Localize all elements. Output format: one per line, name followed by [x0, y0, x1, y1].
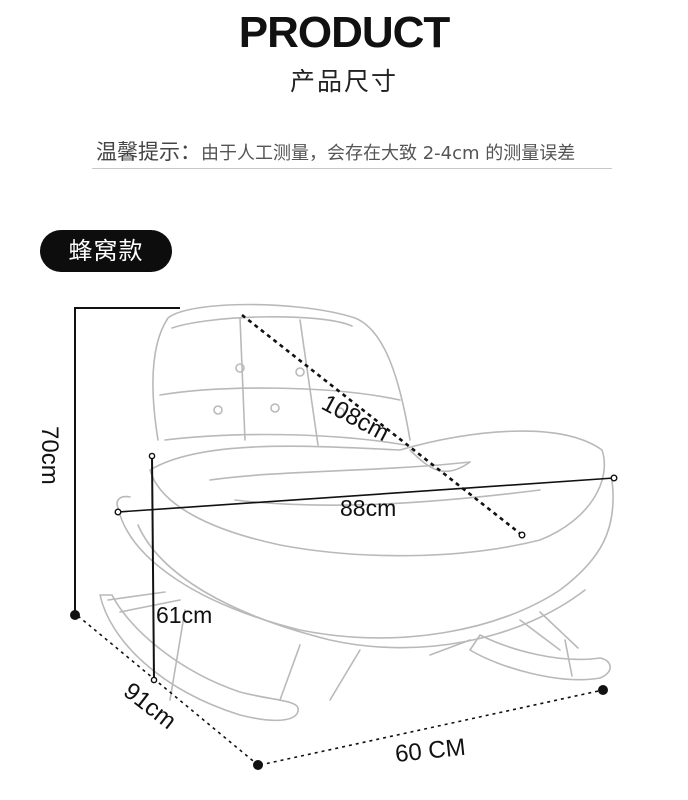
measurement-notice: 温馨提示：由于人工测量，会存在大致 2-4cm 的测量误差 [96, 136, 606, 166]
diagonal-dimension-line [241, 313, 523, 537]
seat-height-label: 61cm [156, 602, 212, 628]
height-label: 70cm [36, 426, 63, 485]
seat-height-dimension-line [151, 455, 155, 681]
rocking-chair-illustration [99, 303, 614, 722]
page-subtitle: 产品尺寸 [289, 67, 398, 96]
height-dimension-line [74, 307, 180, 615]
dimension-lines [74, 307, 615, 766]
style-badge: 蜂窝款 [40, 230, 172, 272]
base-width-dimension-line [259, 689, 604, 766]
dimension-endpoints [70, 610, 608, 770]
page-title: PRODUCT [238, 8, 451, 57]
notice-divider [92, 168, 612, 169]
depth-dimension-line [77, 615, 259, 766]
notice-text: 由于人工测量，会存在大致 2-4cm 的测量误差 [201, 143, 576, 164]
width-label: 88cm [340, 495, 396, 521]
base-width-label: 60 CM [394, 734, 467, 768]
notice-label: 温馨提示： [96, 140, 201, 164]
width-dimension-line [117, 477, 615, 513]
